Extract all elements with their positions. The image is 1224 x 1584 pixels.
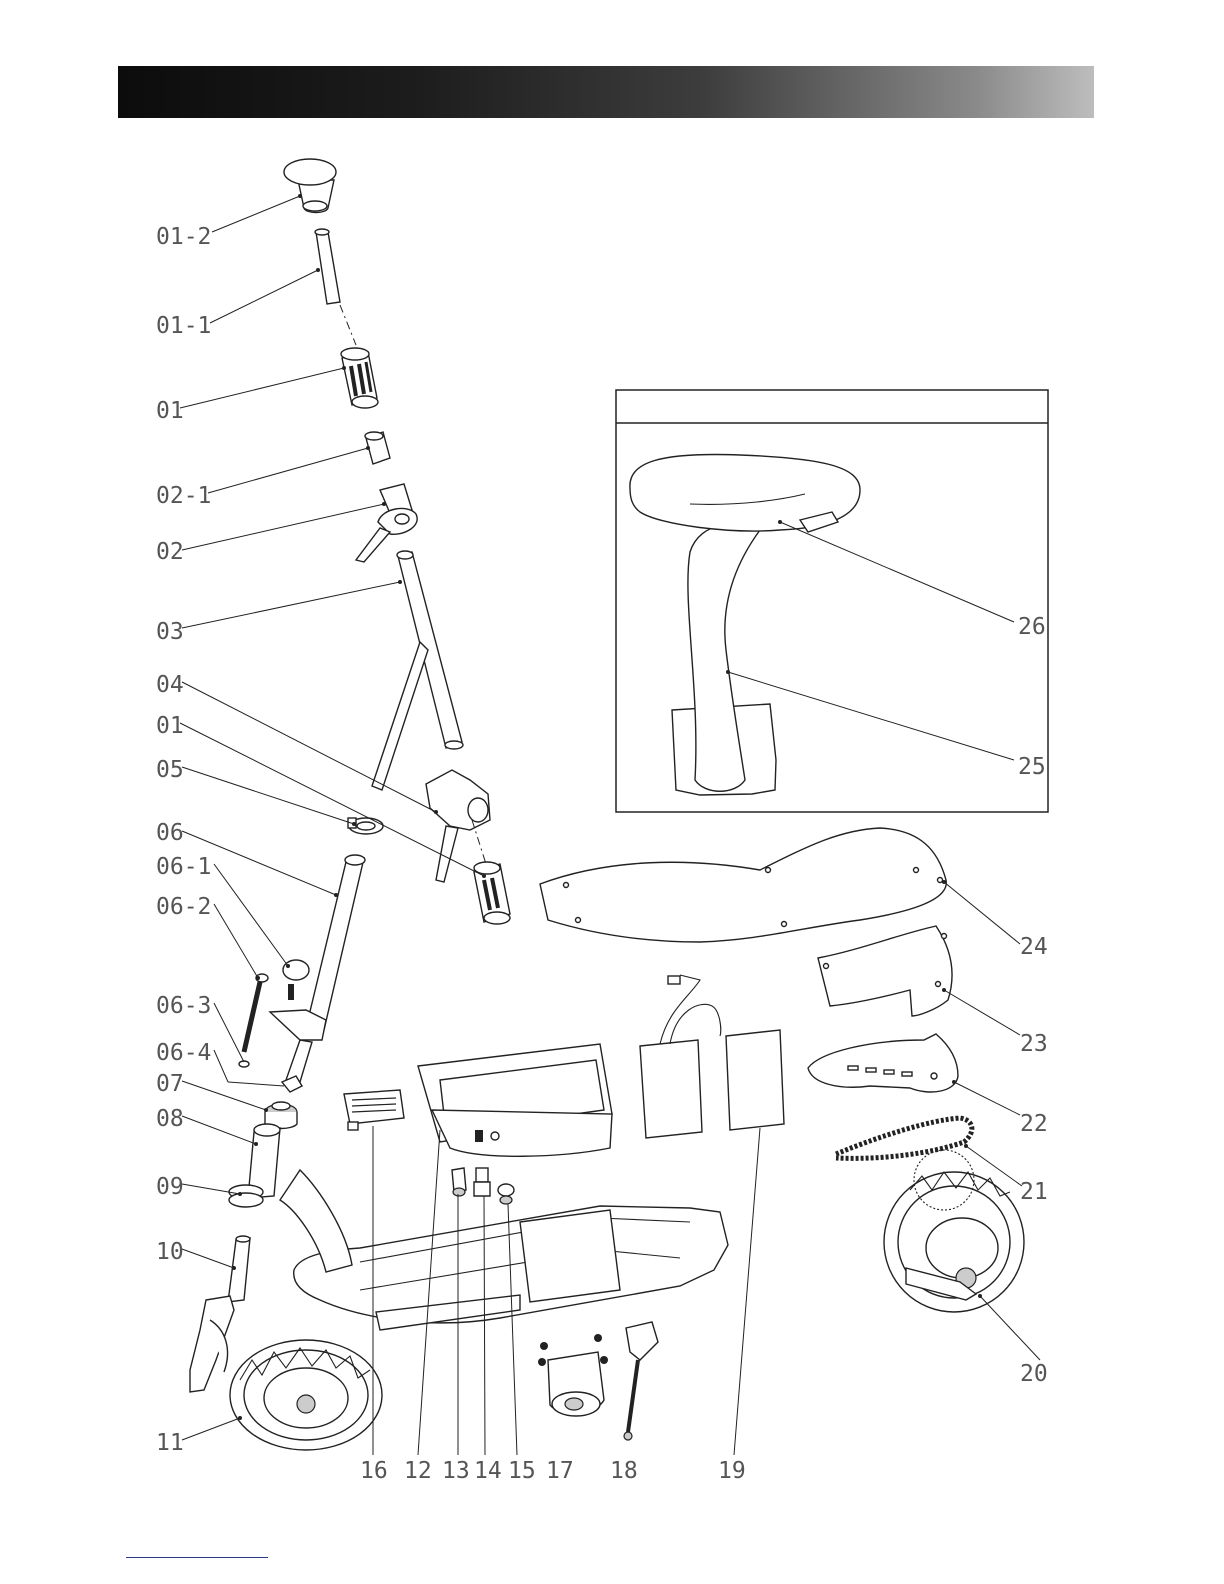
- rear-fender-part-23: [818, 926, 952, 1016]
- label-25: 25: [1018, 754, 1046, 780]
- label-05: 05: [156, 757, 184, 783]
- label-26: 26: [1018, 614, 1046, 640]
- label-21: 21: [1020, 1179, 1048, 1205]
- label-16: 16: [360, 1458, 388, 1484]
- label-13: 13: [442, 1458, 470, 1484]
- seat-post-part-25: [672, 524, 776, 795]
- footer-rule: [126, 1557, 268, 1558]
- charging-port-part-13: [452, 1168, 466, 1196]
- label-09: 09: [156, 1174, 184, 1200]
- battery-pack-part-19: [640, 975, 784, 1138]
- label-08: 08: [156, 1106, 184, 1132]
- grip-part-01-lower: [474, 862, 510, 924]
- label-03: 03: [156, 619, 184, 645]
- label-06-4: 06-4: [156, 1040, 211, 1066]
- clamp-part-05: [348, 818, 383, 834]
- label-23: 23: [1020, 1031, 1048, 1057]
- label-06-3: 06-3: [156, 993, 211, 1019]
- label-22: 22: [1020, 1111, 1048, 1137]
- chain-part-21: [836, 1118, 972, 1158]
- label-19: 19: [718, 1458, 746, 1484]
- label-06-2: 06-2: [156, 894, 211, 920]
- throttle-housing-part-02: [356, 484, 417, 562]
- chain-guard-part-22: [808, 1034, 958, 1092]
- label-02: 02: [156, 539, 184, 565]
- label-10: 10: [156, 1239, 184, 1265]
- label-11: 11: [156, 1430, 184, 1456]
- label-01-1: 01-1: [156, 313, 211, 339]
- bearing-ring-part-09: [229, 1185, 263, 1207]
- power-switch-part-14: [474, 1168, 490, 1196]
- grip-part-01-top: [341, 348, 378, 408]
- motor-part-17: [538, 1334, 608, 1416]
- controller-part-16: [344, 1090, 404, 1130]
- kickstand-part-18: [624, 1322, 658, 1440]
- bolt-part-06-2: [244, 974, 268, 1052]
- label-06: 06: [156, 820, 184, 846]
- battery-tray-part-12: [418, 1044, 612, 1156]
- label-07: 07: [156, 1071, 184, 1097]
- label-12: 12: [404, 1458, 432, 1484]
- grip-end-cap-part-01-2: [284, 159, 336, 213]
- label-06-1: 06-1: [156, 854, 211, 880]
- label-01-top: 01: [156, 398, 184, 424]
- label-01-lower: 01: [156, 713, 184, 739]
- front-wheel-part-11: [230, 1340, 382, 1450]
- handlebar-bar-part-03: [372, 551, 463, 790]
- handlebar-tube-part-01-1: [315, 229, 340, 304]
- label-02-1: 02-1: [156, 483, 211, 509]
- label-18: 18: [610, 1458, 638, 1484]
- seat-cushion-part-26: [630, 454, 860, 532]
- rear-wheel-part-20: [884, 1150, 1024, 1312]
- label-20: 20: [1020, 1361, 1048, 1387]
- label-14: 14: [474, 1458, 502, 1484]
- fuse-holder-part-15: [498, 1184, 514, 1204]
- label-24: 24: [1020, 934, 1048, 960]
- label-04: 04: [156, 672, 184, 698]
- deck-plate-part-24: [540, 828, 946, 942]
- label-01-2: 01-2: [156, 224, 211, 250]
- label-17: 17: [546, 1458, 574, 1484]
- label-15: 15: [508, 1458, 536, 1484]
